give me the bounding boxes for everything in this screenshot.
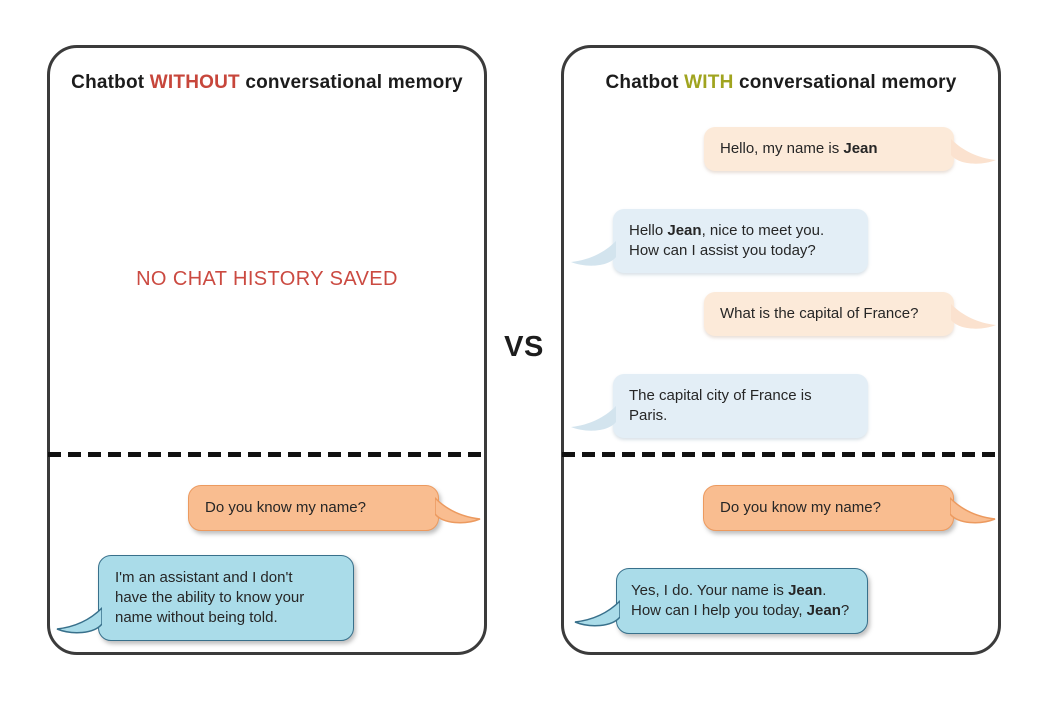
panel-without-memory-title: Chatbot WITHOUT conversational memory — [50, 72, 484, 94]
title-highlight-with: WITH — [684, 72, 734, 93]
chat-bubble-bot: Hello Jean, nice to meet you. How can I … — [571, 209, 868, 273]
bubble-text: Hello Jean, nice to meet you. How can I … — [629, 222, 825, 259]
bubble-text: What is the capital of France? — [720, 305, 919, 322]
bubble-tail-right-icon — [950, 497, 996, 524]
title-text: Chatbot — [71, 72, 150, 93]
bubble-text: Yes, I do. Your name is Jean. How can I … — [631, 582, 850, 619]
title-highlight-without: WITHOUT — [149, 72, 240, 93]
title-text: conversational memory — [239, 72, 463, 93]
session-divider-line — [562, 452, 1000, 457]
bubble-text: The capital city of France is Paris. — [629, 387, 812, 424]
bubble-tail-right-icon — [951, 139, 996, 164]
title-text: Chatbot — [605, 72, 685, 93]
bubble-tail-left-icon — [571, 406, 616, 431]
chat-bubble-bot: Yes, I do. Your name is Jean. How can I … — [574, 568, 868, 634]
bubble-tail-right-icon — [435, 497, 481, 524]
bubble-text: I'm an assistant and I don't have the ab… — [115, 569, 305, 626]
no-chat-history-label: NO CHAT HISTORY SAVED — [136, 268, 398, 290]
bubble-tail-right-icon — [951, 304, 996, 329]
title-text: conversational memory — [733, 72, 957, 93]
panel-without-memory: Chatbot WITHOUT conversational memory NO… — [47, 45, 487, 655]
session-divider-line — [48, 452, 486, 457]
bubble-text: Do you know my name? — [720, 499, 881, 516]
chat-bubble-user: Hello, my name is Jean — [704, 127, 996, 171]
chat-bubble-user: Do you know my name? — [188, 485, 481, 531]
bubble-tail-left-icon — [571, 241, 616, 266]
bubble-text: Hello, my name is Jean — [720, 140, 878, 157]
bubble-tail-left-icon — [574, 600, 620, 627]
chat-bubble-user: What is the capital of France? — [704, 292, 996, 336]
chat-bubble-bot: The capital city of France is Paris. — [571, 374, 868, 438]
chat-bubble-user: Do you know my name? — [703, 485, 996, 531]
vs-label: VS — [504, 331, 544, 363]
panel-with-memory-title: Chatbot WITH conversational memory — [564, 72, 998, 94]
bubble-tail-left-icon — [56, 607, 102, 634]
chat-bubble-bot: I'm an assistant and I don't have the ab… — [56, 555, 354, 641]
panel-with-memory: Chatbot WITH conversational memory Hello… — [561, 45, 1001, 655]
bubble-text: Do you know my name? — [205, 499, 366, 516]
